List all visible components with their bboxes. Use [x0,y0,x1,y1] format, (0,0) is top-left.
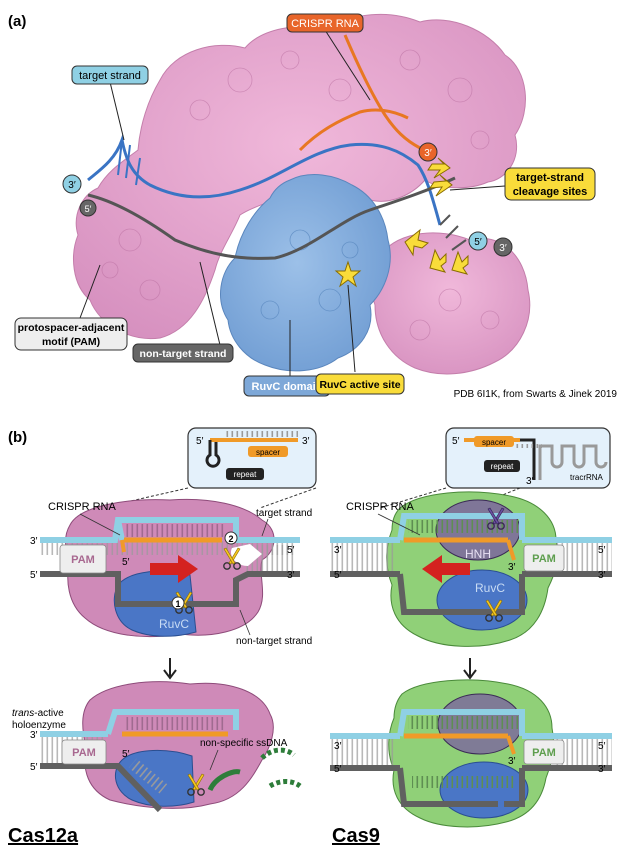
panel-b-letter: (b) [8,429,27,446]
label-target-strand: target strand [71,65,149,85]
cas9-lower-diagram: PAM 3′ 5′ 5′ 3′ 3′ Cas9 [330,679,612,847]
svg-text:5′: 5′ [196,436,204,447]
svg-text:5′: 5′ [30,570,38,581]
svg-text:3′: 3′ [30,536,38,547]
cas12a-direction-arrow [150,555,198,583]
svg-text:repeat: repeat [491,462,514,471]
svg-text:5′: 5′ [452,436,460,447]
nucleic-acid-strands: 3′ 5′ 3′ 5′ 3′ [62,34,513,260]
non-target-strand-a [87,176,456,260]
cas9-crispr-rna-label: CRISPR RNA [346,501,415,513]
protein-structure [73,13,531,375]
cas12a-lower-diagram: PAM trans-active holoenzyme non-specific… [8,681,302,847]
cas9-pam: PAM [532,553,556,565]
end-5-right-circle [468,231,488,251]
crispr-rna-strand [298,34,421,152]
cas12a-pam: PAM [71,554,95,566]
down-arrow [463,658,477,680]
cas12a-non-target-label: non-target strand [236,636,312,647]
svg-text:5′: 5′ [30,762,38,773]
svg-text:target strand: target strand [79,70,141,82]
label-ruvc-domain: RuvC domain [243,375,331,397]
label-crispr-rna: CRISPR RNA [286,13,364,33]
svg-text:repeat: repeat [234,470,257,479]
svg-text:3′: 3′ [508,562,516,573]
cas9-hnh-label: HNH [465,547,491,561]
end-3-crrna: 3′ [424,148,432,159]
svg-text:5′: 5′ [334,570,342,581]
end-3-left-circle [62,174,82,194]
step-1-badge [171,596,185,610]
svg-text:target-strand: target-strand [516,172,584,184]
label-cleavage-sites: target-strand cleavage sites [504,167,596,201]
svg-text:3′: 3′ [598,570,606,581]
cas9-upper-diagram: 5′ spacer repeat tracrRNA 3′ PAM HNH Ruv… [330,427,612,680]
step-2-badge [224,531,238,545]
cas12a-ruvc-label: RuvC [159,617,189,631]
end-3-crrna-circle [418,142,438,162]
cleavage-arrows [404,157,469,275]
svg-text:3′: 3′ [302,436,310,447]
cas12a-target-strand-label: target strand [256,508,312,519]
holoenzyme-label-line1: trans-active [12,708,64,719]
end-5-right: 5′ [474,237,482,248]
svg-text:5′: 5′ [287,545,295,556]
label-ruvc-active-site: RuvC active site [315,373,405,395]
cas12a-title: Cas12a [8,825,79,847]
svg-text:3′: 3′ [526,476,534,487]
svg-text:CRISPR RNA: CRISPR RNA [291,18,360,30]
pdb-credit: PDB 6I1K, from Swarts & Jinek 2019 [454,389,618,400]
label-non-target-strand: non-target strand [132,343,234,363]
cas9-ruvc [436,569,528,631]
svg-text:3′: 3′ [334,545,342,556]
end-3-right: 3′ [499,243,507,254]
cas9-ruvc-label: RuvC [475,581,505,595]
svg-text:3′: 3′ [30,730,38,741]
svg-text:3′: 3′ [508,756,516,767]
cas9-title: Cas9 [332,825,380,847]
svg-text:3′: 3′ [334,741,342,752]
panel-a-letter: (a) [8,13,26,30]
svg-text:1: 1 [175,599,180,609]
label-pam: protospacer-adjacent motif (PAM) [14,317,128,351]
svg-text:motif (PAM): motif (PAM) [42,336,100,348]
svg-text:protospacer-adjacent: protospacer-adjacent [18,322,125,334]
cas12a-crispr-rna-label: CRISPR RNA [48,501,117,513]
svg-text:RuvC active site: RuvC active site [319,379,400,391]
cas9-lower-ruvc [439,761,529,819]
svg-text:3′: 3′ [287,570,295,581]
ssdna-label: non-specific ssDNA [200,738,288,749]
active-site-star [334,260,362,288]
svg-text:2: 2 [228,534,233,544]
svg-text:non-target strand: non-target strand [140,348,227,360]
svg-text:RuvC domain: RuvC domain [252,381,323,393]
down-arrow [163,658,177,680]
end-5-left-circle [79,199,97,217]
svg-text:5′: 5′ [122,749,130,760]
cas9-direction-arrow [422,555,470,583]
svg-text:3′: 3′ [598,764,606,775]
svg-text:5′: 5′ [122,557,130,568]
svg-text:tracrRNA: tracrRNA [570,473,604,482]
holoenzyme-label-line2: holoenzyme [12,720,66,731]
svg-text:5′: 5′ [598,545,606,556]
svg-text:spacer: spacer [256,448,280,457]
svg-text:spacer: spacer [482,438,506,447]
end-5-left: 5′ [85,204,92,214]
cas12a-lower-pam: PAM [72,747,96,759]
cas12a-upper-diagram: 5′ 3′ spacer repeat RuvC PAM 2 [30,427,317,680]
end-3-right-circle [493,237,513,257]
svg-text:5′: 5′ [598,741,606,752]
svg-text:cleavage sites: cleavage sites [513,186,588,198]
svg-text:5′: 5′ [334,764,342,775]
ruvc-domain-surface [220,174,391,372]
cas12a-crrna-inset [187,427,317,489]
cas9-lower-pam: PAM [532,747,556,759]
end-3-left: 3′ [68,180,76,191]
